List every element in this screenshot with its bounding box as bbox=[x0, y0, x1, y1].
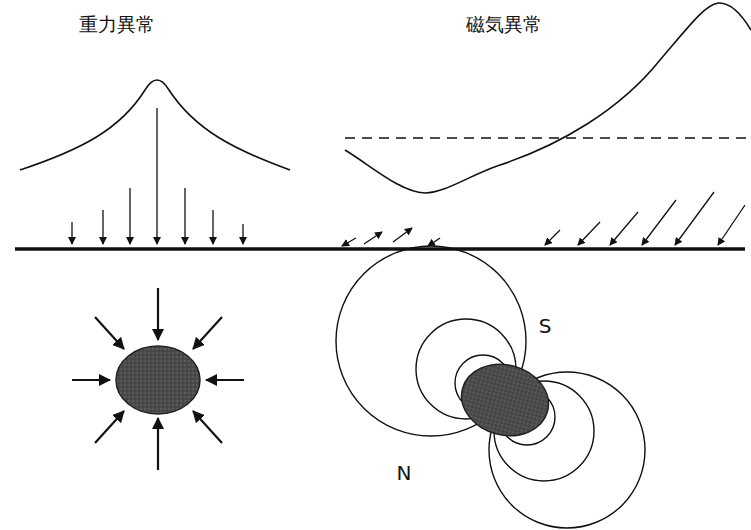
magnetic-curve bbox=[345, 3, 751, 193]
dense-body bbox=[116, 346, 200, 414]
ground-line bbox=[15, 247, 745, 251]
gravity-arrows bbox=[72, 108, 243, 244]
pole-label: N bbox=[397, 462, 412, 484]
gravity-curve bbox=[20, 80, 290, 170]
baseline-dashed bbox=[345, 137, 751, 138]
panel-title: 重力異常 bbox=[79, 14, 155, 35]
magnetic-body bbox=[453, 355, 556, 445]
magnetic-arrows bbox=[342, 192, 745, 246]
panel-title: 磁気異常 bbox=[466, 14, 542, 35]
pole-label: S bbox=[539, 315, 552, 337]
field-lines bbox=[336, 246, 645, 528]
attraction-arrows bbox=[72, 288, 244, 470]
